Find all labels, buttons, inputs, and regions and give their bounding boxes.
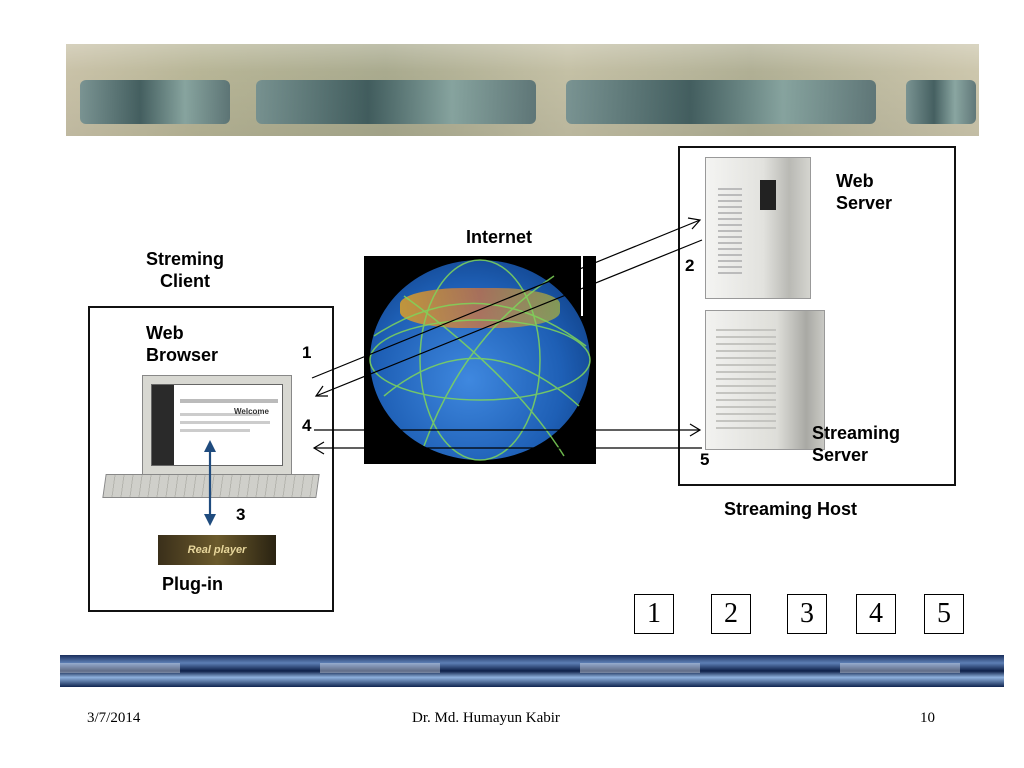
slide-button-4[interactable]: 4 [856, 594, 896, 634]
step-number: 2 [685, 256, 695, 275]
banner-film-frame [566, 80, 876, 124]
streaming-client-label: Streming Client [145, 249, 224, 291]
footer-author: Dr. Md. Humayun Kabir [412, 710, 560, 726]
web-server-label: Web Server [836, 171, 893, 213]
streaming-server-icon [705, 310, 825, 450]
header-banner-image [66, 44, 979, 136]
streaming-server-label: Streaming Server [812, 423, 901, 465]
real-player-logo: Real player [158, 535, 276, 565]
slide-button-1[interactable]: 1 [634, 594, 674, 634]
step-number: 1 [302, 343, 312, 362]
welcome-text: Welcome [234, 407, 269, 416]
banner-film-frame [80, 80, 230, 124]
footer-date: 3/7/2014 [87, 710, 141, 726]
banner-film-frame [256, 80, 536, 124]
step-number: 4 [302, 416, 312, 435]
computer-monitor-icon: Welcome [142, 375, 292, 477]
web-server-icon [705, 157, 811, 299]
banner-film-frame [906, 80, 976, 124]
slide-button-5[interactable]: 5 [924, 594, 964, 634]
footer-decorative-band [60, 655, 1004, 687]
step-number: 3 [236, 505, 246, 524]
internet-label: Internet [466, 227, 533, 247]
footer-page-number: 10 [920, 710, 935, 726]
real-player-text: Real player [187, 544, 247, 556]
web-browser-label: Web Browser [146, 323, 219, 365]
slide-button-2[interactable]: 2 [711, 594, 751, 634]
step-number: 5 [700, 450, 710, 469]
slide-button-3[interactable]: 3 [787, 594, 827, 634]
streaming-host-label: Streaming Host [724, 499, 858, 519]
plugin-label: Plug-in [162, 574, 223, 594]
